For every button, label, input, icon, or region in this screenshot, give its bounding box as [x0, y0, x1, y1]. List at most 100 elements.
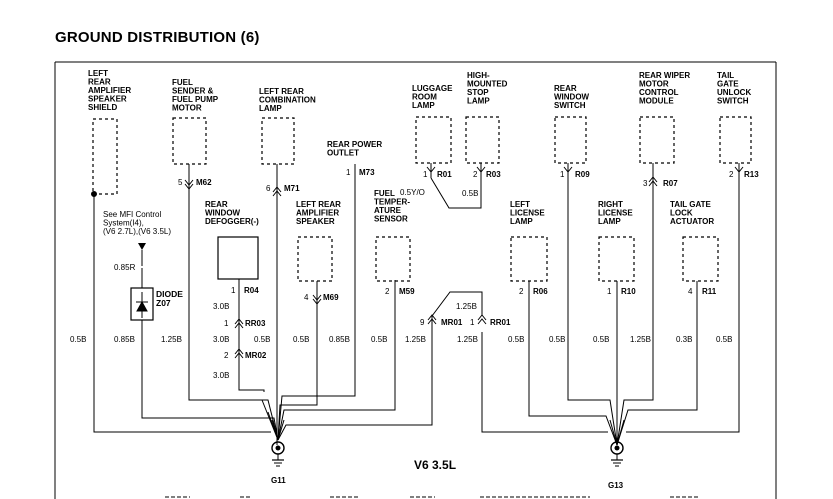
box-defogger	[217, 236, 259, 280]
label-line: LAMP	[412, 101, 435, 110]
wire-gauge-label: 1.25B	[161, 335, 182, 344]
wire-gauge-label: 1.25B	[405, 335, 426, 344]
wire-gauge-label: 0.5B	[371, 335, 387, 344]
connector-r04-pin: 1	[231, 286, 236, 295]
label-line: System(I4),	[103, 219, 144, 228]
label-line: REAR	[205, 200, 228, 209]
label-line: LAMP	[467, 97, 490, 106]
label-line: MOUNTED	[467, 80, 508, 89]
connector-r09-id: R09	[575, 170, 590, 179]
connector-mr02-pin: 2	[224, 351, 229, 360]
box-luggage-lamp	[415, 116, 452, 164]
label-line: SWITCH	[554, 101, 586, 110]
connector-r11-id: R11	[702, 287, 717, 296]
wire-gauge-label: 0.5B	[462, 189, 478, 198]
connector-markers	[184, 166, 744, 359]
wire-gauge-label: 0.85R	[114, 263, 136, 272]
label-line: TAIL GATE	[670, 200, 712, 209]
label-line: LOCK	[670, 209, 693, 218]
label-line: RIGHT	[598, 200, 623, 209]
box-fuel-temp-sensor	[375, 236, 411, 282]
wire-gauge-label: 3.0B	[213, 302, 229, 311]
connector-rr01-id: RR01	[490, 318, 511, 327]
connector-m73-pin: 1	[346, 168, 351, 177]
label-line: SPEAKER	[296, 217, 335, 226]
connector-r04-id: R04	[244, 286, 259, 295]
label-line: LICENSE	[510, 209, 545, 218]
label-line: DIODE	[156, 289, 183, 299]
box-wiper-module	[639, 116, 675, 164]
label-line: TEMPER-	[374, 198, 410, 207]
label-line: LAMP	[510, 217, 533, 226]
wire-gauge-label: 0.5B	[254, 335, 270, 344]
label-line: ATURE	[374, 206, 402, 215]
connector-r10-pin: 1	[607, 287, 612, 296]
label-line: SPEAKER	[88, 95, 127, 104]
label-line: MOTOR	[639, 80, 669, 89]
diagram-frame	[54, 61, 777, 499]
diode-symbol	[136, 292, 148, 318]
label-line: SHIELD	[88, 103, 118, 112]
wire-gauge-label: 0.5B	[70, 335, 86, 344]
wires	[91, 163, 740, 446]
box-unlock-switch	[719, 116, 752, 164]
component-boxes	[92, 116, 752, 282]
label-line: OUTLET	[327, 149, 359, 158]
label-line: HIGH-	[467, 71, 490, 80]
ground-g13-icon	[610, 441, 624, 467]
wire-gauge-label: 0.5B	[716, 335, 732, 344]
box-left-license	[510, 236, 548, 282]
label-line: LEFT	[510, 200, 530, 209]
connector-r01-id: R01	[437, 170, 452, 179]
engine-variant-label: V6 3.5L	[414, 458, 456, 472]
label-line: WINDOW	[205, 209, 241, 218]
label-line: LEFT REAR	[259, 87, 304, 96]
connector-m73-id: M73	[359, 168, 375, 177]
wire-gauge-label: 1.25B	[457, 335, 478, 344]
label-line: See MFI Control	[103, 210, 161, 219]
label-line: LEFT REAR	[296, 200, 341, 209]
wire-gauge-label: 3.0B	[213, 371, 229, 380]
connector-mr01-id: MR01	[441, 318, 463, 327]
label-line: FUEL PUMP	[172, 95, 219, 104]
connector-r03-pin: 2	[473, 170, 478, 179]
connector-r01-pin: 1	[423, 170, 428, 179]
label-line: WINDOW	[554, 93, 590, 102]
connector-rr03-id: RR03	[245, 319, 266, 328]
wire-gauge-label: 0.85B	[329, 335, 350, 344]
connector-r07-pin: 3	[643, 179, 648, 188]
connector-rr01-pin: 1	[470, 318, 475, 327]
box-fuel-sender	[172, 117, 207, 165]
connector-m69-pin: 4	[304, 293, 309, 302]
page-title: GROUND DISTRIBUTION (6)	[55, 29, 260, 46]
label-line: REAR	[554, 84, 577, 93]
label-line: STOP	[467, 88, 489, 97]
label-line: REAR	[88, 78, 111, 87]
connector-m59-pin: 2	[385, 287, 390, 296]
box-right-license	[598, 236, 635, 282]
wire-gauge-label: 0.5B	[593, 335, 609, 344]
wire-gauge-label: 0.3B	[676, 335, 692, 344]
box-amp-shield	[92, 118, 118, 195]
connector-r13-id: R13	[744, 170, 759, 179]
connector-mr02-id: MR02	[245, 351, 267, 360]
label-line: ROOM	[412, 93, 437, 102]
label-line: MOTOR	[172, 104, 202, 113]
label-line: LUGGAGE	[412, 84, 453, 93]
label-line: SENSOR	[374, 215, 408, 224]
connector-m69-id: M69	[323, 293, 339, 302]
label-line: GATE	[717, 80, 739, 89]
